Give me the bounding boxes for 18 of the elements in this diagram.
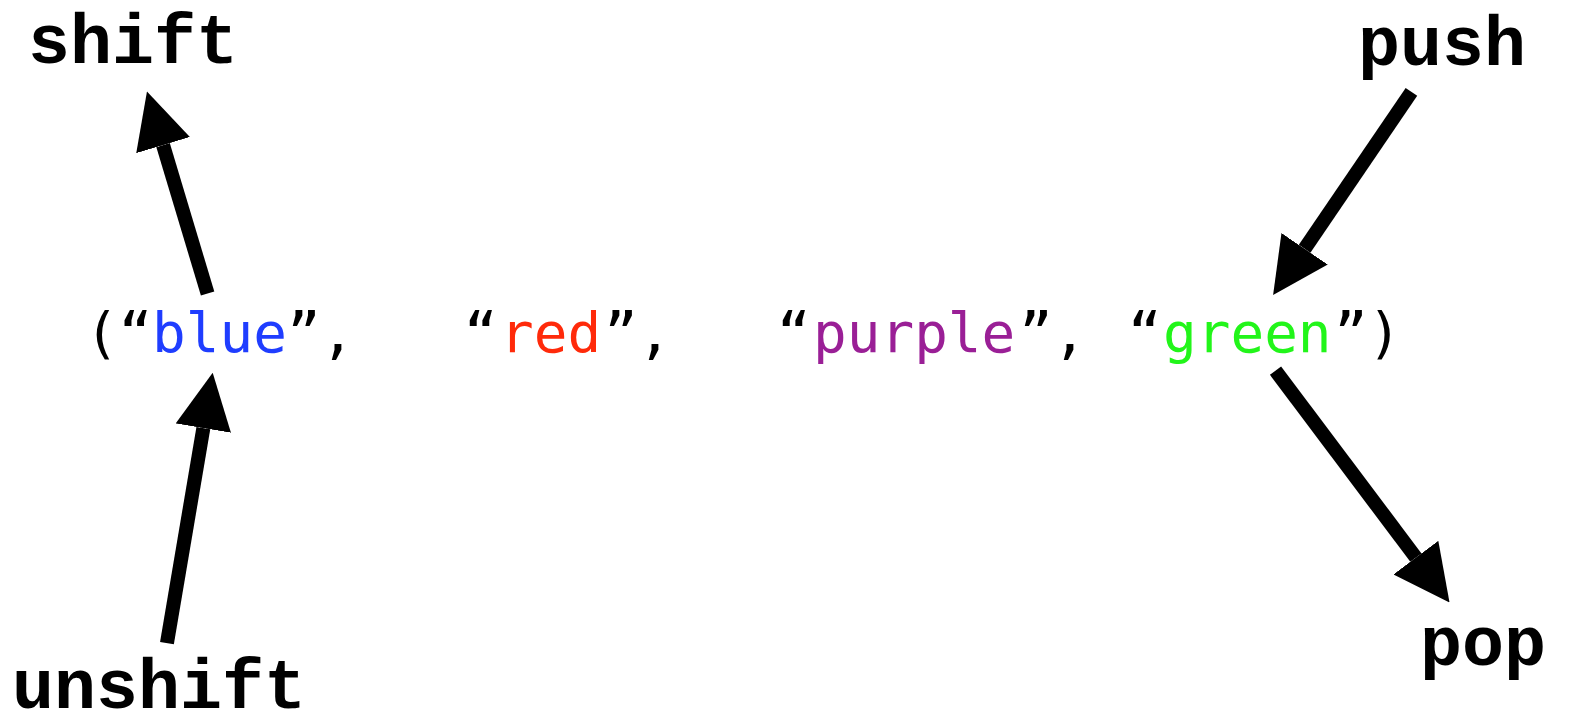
- method-label: unshift: [12, 655, 307, 717]
- punctuation: “: [464, 305, 498, 361]
- punctuation: “: [1128, 305, 1162, 361]
- method-label: pop: [1420, 612, 1547, 682]
- punctuation: ”): [1334, 305, 1402, 361]
- punctuation: “: [777, 305, 811, 361]
- arrow: [136, 91, 215, 296]
- array-item: red: [500, 305, 602, 361]
- punctuation: ”,: [604, 305, 672, 361]
- punctuation: ”,: [287, 305, 355, 361]
- punctuation: ”,: [1019, 305, 1087, 361]
- punctuation: (“: [85, 305, 153, 361]
- method-label: shift: [28, 10, 239, 80]
- arrow: [160, 372, 231, 645]
- arrow: [1273, 87, 1418, 296]
- arrow: [1269, 366, 1450, 603]
- method-label: push: [1358, 12, 1527, 82]
- array-item: blue: [152, 305, 287, 361]
